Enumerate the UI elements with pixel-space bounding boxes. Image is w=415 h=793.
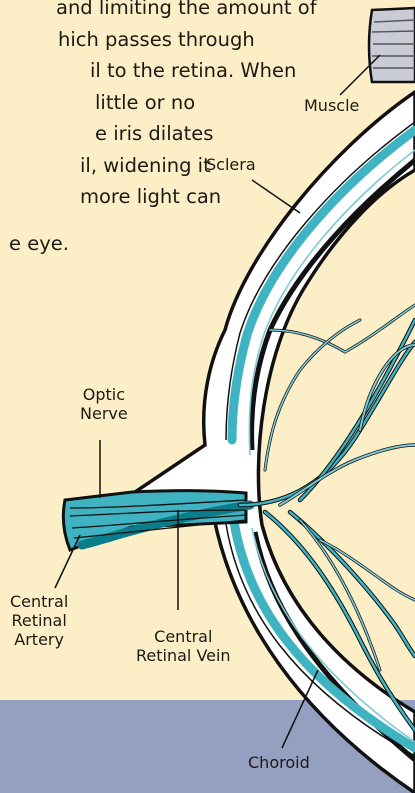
label-artery-line-1: Central bbox=[10, 592, 68, 611]
label-central-retinal-artery: Central Retinal Artery bbox=[10, 592, 68, 649]
label-sclera: Sclera bbox=[206, 155, 256, 174]
label-artery-line-3: Artery bbox=[10, 630, 68, 649]
muscle-shape bbox=[369, 8, 415, 82]
label-optic-nerve: Optic Nerve bbox=[80, 385, 128, 423]
label-choroid: Choroid bbox=[248, 753, 310, 772]
label-muscle: Muscle bbox=[304, 96, 359, 115]
label-optic-nerve-line-1: Optic bbox=[80, 385, 128, 404]
label-vein-line-1: Central bbox=[136, 627, 231, 646]
label-vein-line-2: Retinal Vein bbox=[136, 646, 231, 665]
label-central-retinal-vein: Central Retinal Vein bbox=[136, 627, 231, 665]
label-artery-line-2: Retinal bbox=[10, 611, 68, 630]
label-optic-nerve-line-2: Nerve bbox=[80, 404, 128, 423]
